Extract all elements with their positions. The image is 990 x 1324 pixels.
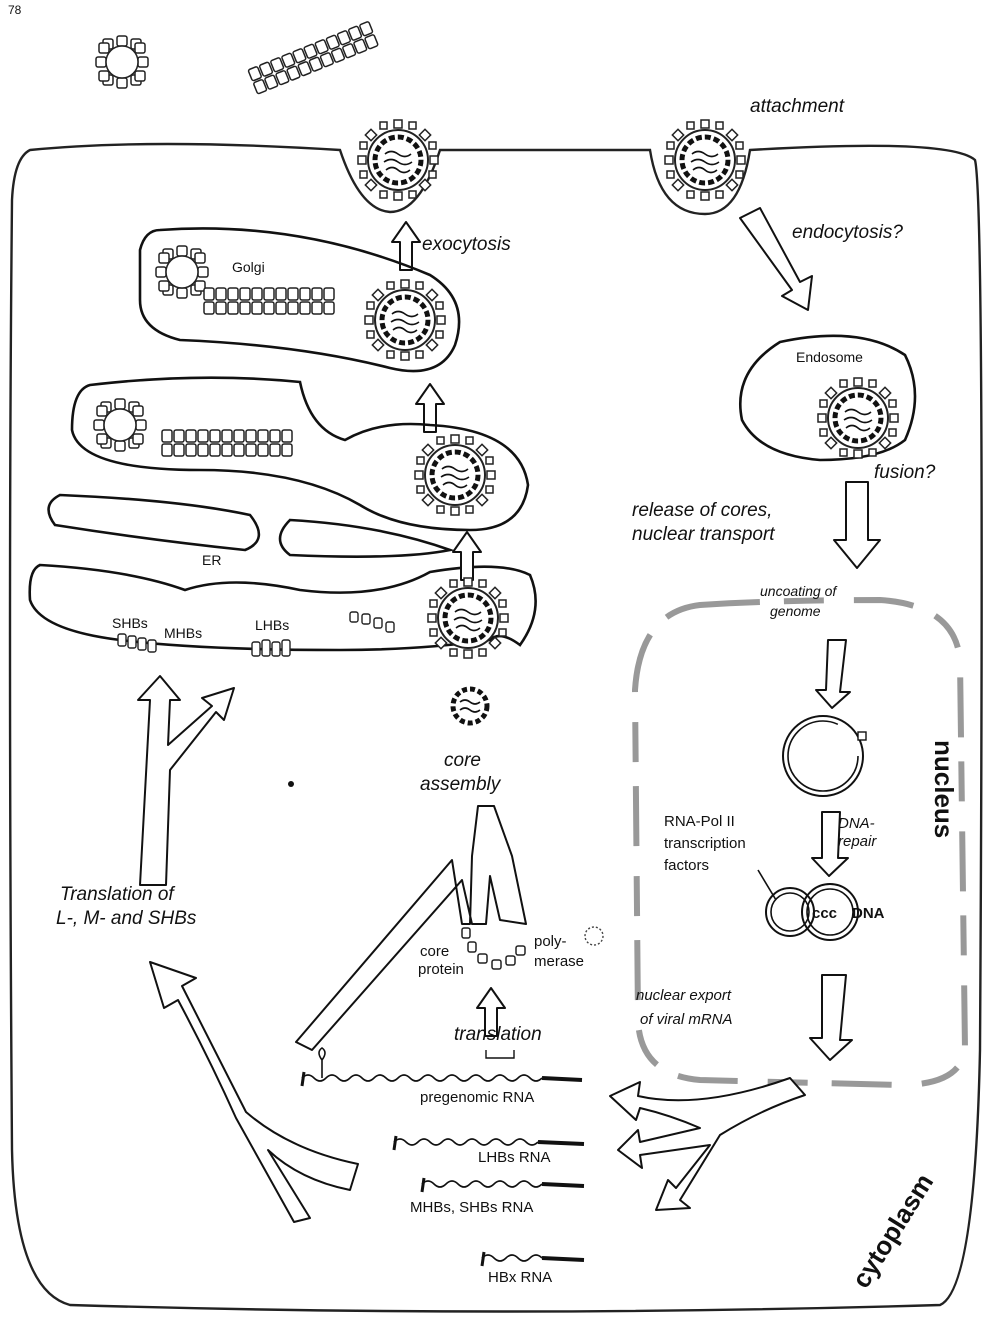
er-sphere-particle xyxy=(94,399,146,451)
nuclear-export-label-line1: nuclear export xyxy=(636,987,732,1004)
corner-mark: 78 xyxy=(8,3,22,17)
shbs-label: SHBs xyxy=(112,615,148,631)
polymerase-label-line2: merase xyxy=(534,953,584,970)
uncoating-label-line1: uncoating of xyxy=(760,583,838,599)
extracellular-sphere-particle xyxy=(96,36,148,88)
rnapol-label-line3: factors xyxy=(664,857,709,874)
release-label-line2: nuclear transport xyxy=(632,524,775,545)
translation-of-label-line1: Translation of xyxy=(60,884,175,905)
endocytosis-label: endocytosis? xyxy=(792,222,903,243)
endosome-virion xyxy=(818,378,898,458)
er-virion xyxy=(415,435,495,515)
golgi-sphere-particle xyxy=(156,246,208,298)
lhbs-label: LHBs xyxy=(255,617,289,633)
polymerase-icon xyxy=(585,927,603,945)
fusion-label: fusion? xyxy=(874,462,936,483)
mhbs-shbs-rna-label: MHBs, SHBs RNA xyxy=(410,1199,533,1216)
extracellular-filament-particle xyxy=(248,21,378,94)
rnapol-label-line2: transcription xyxy=(664,835,746,852)
nuclear-export-label-line2: of viral mRNA xyxy=(640,1011,733,1028)
uncoating-label-line2: genome xyxy=(770,603,821,619)
er-label: ER xyxy=(202,552,221,568)
dna-label: DNA xyxy=(852,905,885,922)
mhbs-label: MHBs xyxy=(164,625,202,641)
golgi-virion xyxy=(365,280,445,360)
translation-label: translation xyxy=(454,1024,542,1045)
translation-of-label-line2: L-, M- and SHBs xyxy=(56,908,197,929)
dna-repair-label-line2: repair xyxy=(838,833,877,850)
ccc-label: ccc xyxy=(812,905,837,922)
release-label-line1: release of cores, xyxy=(632,500,772,521)
core-protein-label-line2: protein xyxy=(418,961,464,978)
core-assembly-label-line1: core xyxy=(444,750,481,771)
polymerase-label-line1: poly- xyxy=(534,933,567,950)
assembled-core xyxy=(453,689,487,723)
endosome-label: Endosome xyxy=(796,349,863,365)
core-protein-label-line1: core xyxy=(420,943,449,960)
hbx-rna-label: HBx RNA xyxy=(488,1269,552,1286)
attaching-virion xyxy=(665,120,745,200)
rnapol-label-line1: RNA-Pol II xyxy=(664,813,735,830)
lhbs-rna-label: LHBs RNA xyxy=(478,1149,551,1166)
golgi-label: Golgi xyxy=(232,259,265,275)
stray-dot xyxy=(288,781,294,787)
exocytosis-label: exocytosis xyxy=(422,234,511,255)
budding-virion xyxy=(358,120,438,200)
er-budding-virion xyxy=(428,578,508,658)
dna-repair-label-line1: DNA- xyxy=(838,815,875,832)
pregenomic-rna-label: pregenomic RNA xyxy=(420,1089,534,1106)
attachment-label: attachment xyxy=(750,96,845,117)
nucleus-label: nucleus xyxy=(929,740,959,838)
core-assembly-label-line2: assembly xyxy=(420,774,502,795)
